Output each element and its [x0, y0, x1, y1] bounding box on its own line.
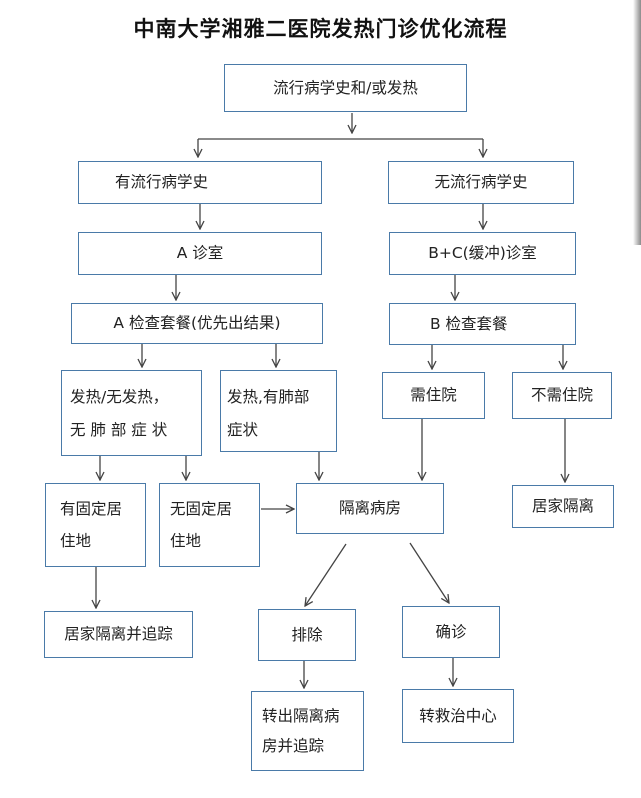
- node-no-need-hospitalization: 不需住院: [512, 372, 612, 419]
- node-fixed-residence-line1: 有固定居: [60, 500, 123, 518]
- node-fixed-residence: 有固定居 住地: [45, 483, 146, 567]
- node-fever-lung-line2: 症状: [227, 421, 259, 439]
- node-home-quarantine-tracking: 居家隔离并追踪: [44, 611, 193, 658]
- node-clinic-bc: B+C(缓冲)诊室: [389, 232, 576, 275]
- node-has-epi-history: 有流行病学史: [78, 161, 322, 204]
- node-fixed-residence-line2: 住地: [60, 532, 92, 550]
- node-start: 流行病学史和/或发热: [224, 64, 467, 112]
- page-title: 中南大学湘雅二医院发热门诊优化流程: [133, 17, 508, 41]
- node-excluded: 排除: [258, 609, 356, 661]
- node-isolation-ward: 隔离病房: [296, 483, 444, 534]
- arrow-to-confirm: [409, 542, 449, 603]
- node-no-fixed-residence: 无固定居 住地: [159, 483, 260, 567]
- node-check-package-b: B 检查套餐: [389, 303, 576, 345]
- node-home-quarantine: 居家隔离: [512, 485, 614, 528]
- node-fever-lung-symptoms: 发热,有肺部 症状: [220, 370, 337, 452]
- node-transfer-out-line1: 转出隔离病: [262, 707, 340, 725]
- node-no-fixed-residence-line1: 无固定居: [170, 500, 233, 518]
- node-fever-no-lung-line1: 发热/无发热，: [70, 388, 169, 406]
- node-fever-lung-line1: 发热,有肺部: [227, 388, 310, 406]
- node-transfer-out-tracking: 转出隔离病 房并追踪: [251, 691, 364, 771]
- node-check-package-a: A 检查套餐(优先出结果): [71, 303, 323, 344]
- node-need-hospitalization: 需住院: [382, 372, 485, 419]
- node-clinic-a: A 诊室: [78, 232, 322, 275]
- node-rescue-center: 转救治中心: [402, 689, 514, 743]
- node-fever-no-lung-line2: 无 肺 部 症 状: [70, 421, 168, 439]
- arrow-to-exclude: [305, 543, 347, 606]
- node-fever-no-lung-symptoms: 发热/无发热， 无 肺 部 症 状: [61, 370, 202, 456]
- node-no-fixed-residence-line2: 住地: [170, 532, 202, 550]
- node-confirmed: 确诊: [402, 606, 500, 658]
- node-no-epi-history: 无流行病学史: [388, 161, 574, 204]
- screen-edge-shadow: [633, 0, 641, 245]
- node-transfer-out-line2: 房并追踪: [262, 737, 325, 755]
